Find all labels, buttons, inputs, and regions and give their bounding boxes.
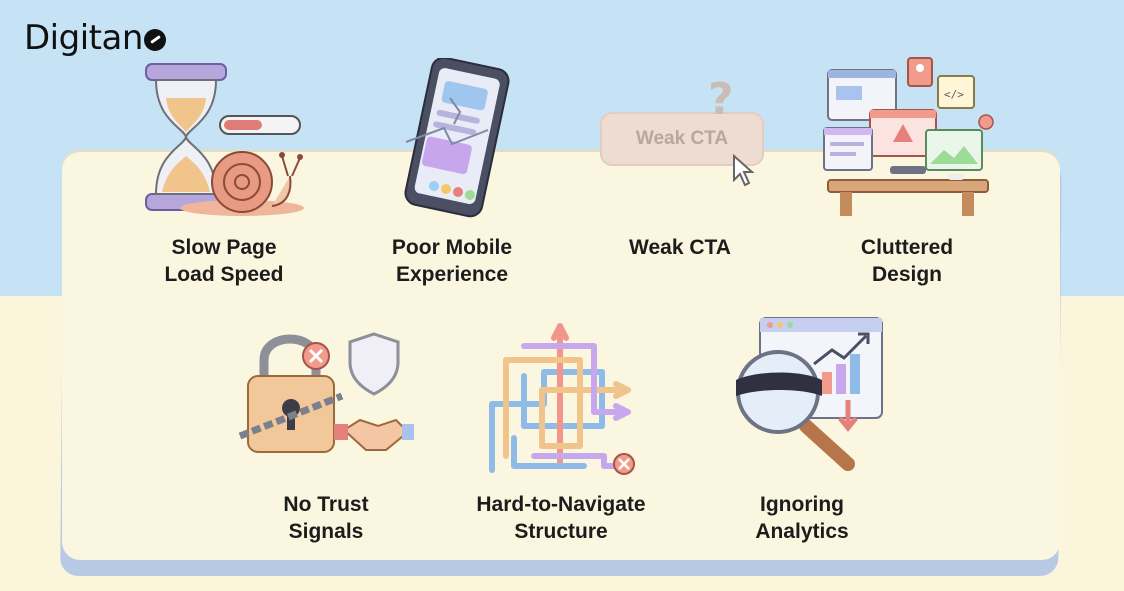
tangled-arrows-icon [489,323,635,475]
card-title-line1: Ignoring [760,493,844,516]
card-title-line2: Analytics [755,520,849,543]
card-title-line2: Design [871,263,942,286]
card-label-no-trust-signals: No Trust Signals [216,491,436,545]
card-title-line1: Slow Page [171,236,277,259]
card-title-line2: Load Speed [164,263,284,286]
question-mark-icon: ? [708,74,734,124]
cursor-icon [733,154,755,187]
card-label-slow-page-load: Slow Page Load Speed [114,234,334,288]
broken-phone-icon [404,58,510,218]
card-title-line2: Signals [288,520,364,543]
card-title-line1: Poor Mobile [391,236,513,259]
card-label-weak-cta: Weak CTA [570,234,790,261]
cluttered-desk-icon: </> [823,57,994,216]
weak-cta-button-icon: Weak CTA [600,112,764,166]
logo-mark-icon [143,29,166,51]
card-label-hard-to-navigate: Hard-to-Navigate Structure [451,491,671,545]
card-title-line1: Hard-to-Navigate [476,493,646,516]
card-label-poor-mobile: Poor Mobile Experience [342,234,562,288]
card-title-line1: No Trust [283,493,369,516]
card-title-line2: Experience [395,263,509,286]
card-title-line1: Weak CTA [629,236,731,259]
cta-button-text: Weak CTA [635,128,729,149]
card-label-cluttered-design: Cluttered Design [797,234,1017,288]
card-label-ignoring-analytics: Ignoring Analytics [692,491,912,545]
chained-lock-icon [238,332,414,453]
svg-text:</>: </> [944,88,964,101]
brand-logo: Digitan [24,18,166,58]
logo-text: Digitan [24,18,143,58]
hourglass-snail-icon [145,63,304,216]
card-title-line2: Structure [514,520,608,543]
blindfolded-magnifier-icon [736,317,883,471]
card-title-line1: Cluttered [860,236,954,259]
svg-text:?: ? [708,74,734,124]
